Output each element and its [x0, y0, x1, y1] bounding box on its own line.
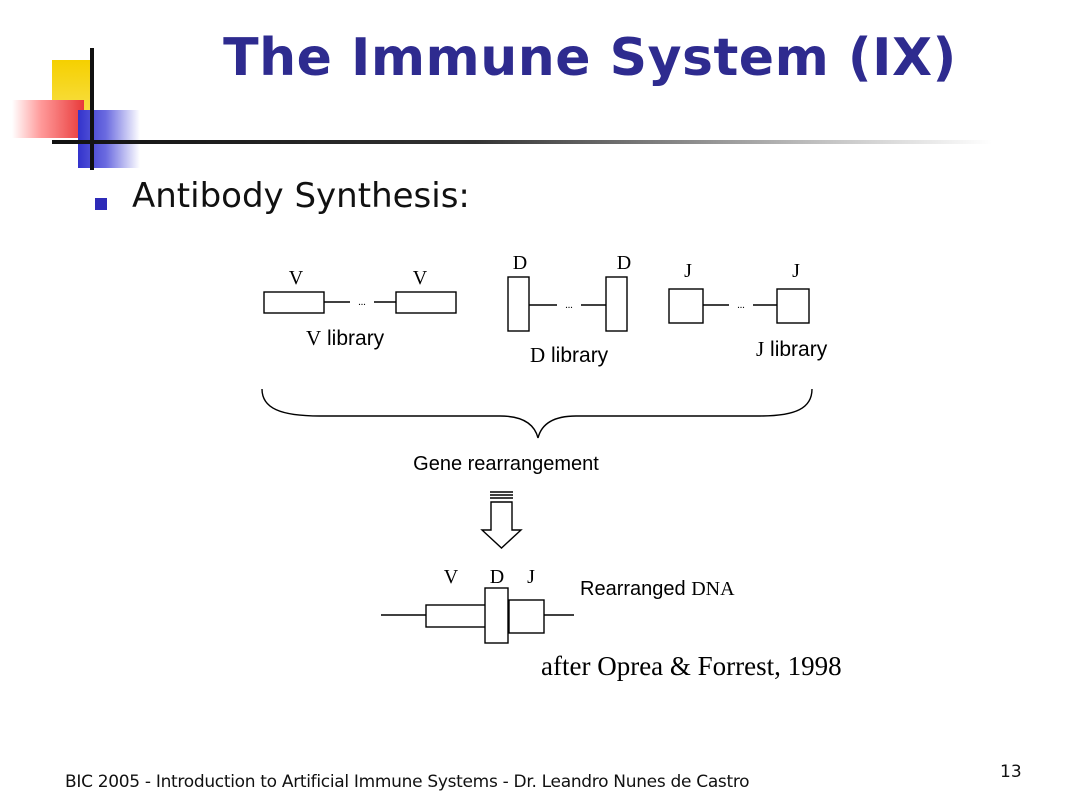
v-segment-label-2: V	[413, 267, 428, 289]
d-segment-box-2	[605, 276, 628, 332]
result-caption-prefix: Rearranged	[580, 578, 691, 600]
d-library-word: library	[545, 344, 609, 367]
result-box-d	[484, 587, 509, 644]
j-library-group: J J ... J library	[668, 260, 828, 361]
result-label-d: D	[490, 566, 504, 588]
curly-brace	[261, 388, 813, 439]
bullet-text: Antibody Synthesis:	[132, 176, 470, 216]
v-segment-box-2	[395, 291, 457, 314]
v-segment-box-1	[263, 291, 325, 314]
citation: after Oprea & Forrest, 1998	[541, 651, 842, 681]
page-number: 13	[1000, 762, 1022, 782]
result-box-j	[508, 599, 545, 634]
v-library-letter: V	[306, 326, 321, 350]
v-library-word: library	[321, 327, 385, 350]
result-label-j: J	[527, 566, 535, 588]
logo-vertical-line	[90, 48, 94, 170]
result-label-v: V	[444, 566, 459, 588]
logo-blue-square	[78, 110, 140, 168]
result-caption: Rearranged DNA	[580, 578, 735, 600]
title-underline	[52, 140, 992, 144]
v-library-caption: V library	[306, 326, 385, 350]
result-caption-suffix: DNA	[691, 578, 735, 600]
d-library-group: D D ... D library	[507, 252, 631, 367]
j-ellipsis: ...	[737, 300, 745, 311]
j-segment-box-1	[668, 288, 704, 324]
process-label: Gene rearrangement	[413, 453, 599, 475]
v-segment-label-1: V	[289, 267, 304, 289]
result-box-v	[425, 604, 487, 628]
d-segment-label-2: D	[617, 252, 631, 274]
slide-title: The Immune System (IX)	[223, 28, 957, 88]
d-library-letter: D	[530, 343, 545, 367]
j-library-letter: J	[756, 337, 764, 361]
bullet-square-icon	[95, 198, 107, 210]
v-ellipsis: ...	[358, 297, 366, 308]
d-ellipsis: ...	[565, 300, 573, 311]
j-segment-label-1: J	[684, 260, 692, 282]
logo-red-square	[12, 100, 84, 138]
j-segment-box-2	[776, 288, 810, 324]
j-library-caption: J library	[756, 337, 828, 361]
j-segment-label-2: J	[792, 260, 800, 282]
rearranged-dna-group: V D J Rearranged DNA	[381, 566, 735, 644]
d-segment-label-1: D	[513, 252, 527, 274]
down-arrow-icon	[480, 491, 523, 549]
footer-text: BIC 2005 - Introduction to Artificial Im…	[65, 772, 750, 792]
v-library-group: V V ... V library	[263, 267, 457, 350]
d-library-caption: D library	[530, 343, 609, 367]
j-library-word: library	[764, 338, 828, 361]
d-segment-box-1	[507, 276, 530, 332]
